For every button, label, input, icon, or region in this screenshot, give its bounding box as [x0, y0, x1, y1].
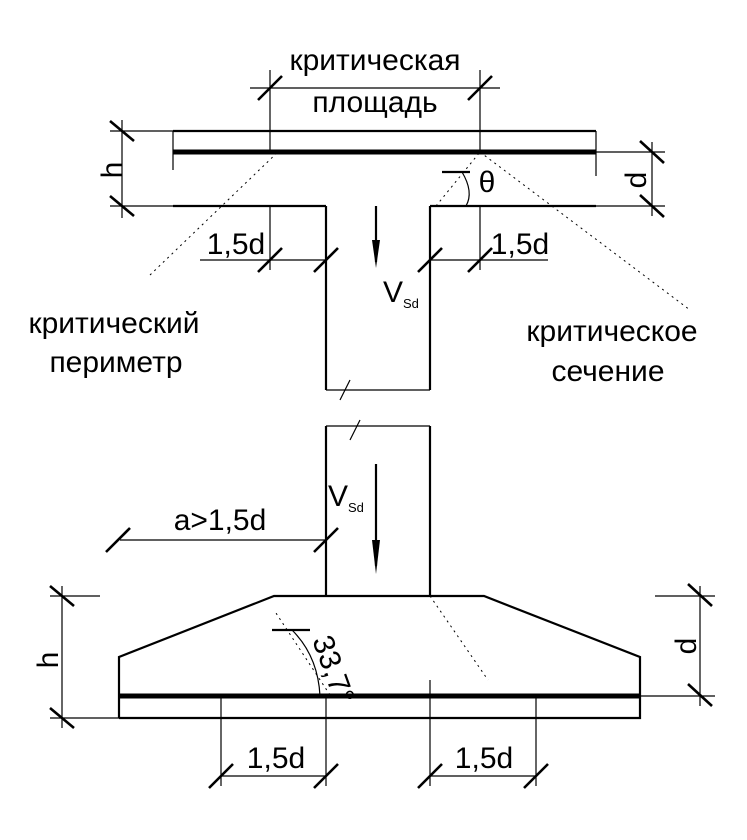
- footing-outline: [117, 594, 642, 720]
- theta-arc: [461, 171, 470, 207]
- column-break-mark: [339, 379, 351, 401]
- h-top-label: h: [96, 162, 129, 179]
- h-top-tick-upper: [109, 120, 135, 142]
- offset-br-tick-1: [417, 763, 443, 789]
- footing: [117, 594, 642, 720]
- d-top-label: d: [620, 172, 653, 189]
- h-bottom-tick-lower: [49, 707, 75, 729]
- offset-br-tick-2: [523, 763, 549, 789]
- d-bottom-tick-upper: [687, 583, 713, 607]
- h-dimension-bottom: h: [32, 585, 119, 729]
- vsd-bottom-arrowhead: [372, 540, 380, 574]
- critical-area-tick-right: [467, 75, 493, 101]
- critical-area-label-1: критическая: [289, 44, 460, 77]
- critical-section-lines-top: [149, 149, 691, 311]
- a-tick-right: [313, 527, 339, 553]
- top-column: [324, 206, 432, 401]
- vsd-arrow-top: VSd: [372, 206, 419, 311]
- top-slab: [172, 129, 597, 208]
- critical-area-tick-left: [257, 75, 283, 101]
- offset-left-bottom-label: 1,5d: [247, 742, 305, 775]
- offset-left-tick-1: [257, 247, 283, 273]
- d-top-tick-lower: [639, 194, 665, 218]
- offset-bl-tick-1: [208, 763, 234, 789]
- critical-area-label-2: площадь: [312, 86, 437, 119]
- offset-dimensions-bottom: 1,5d 1,5d: [208, 680, 549, 789]
- footing-critical-line-left: [273, 609, 331, 696]
- vsd-top-label: VSd: [383, 276, 419, 311]
- offset-dimensions-top: 1,5d 1,5d: [200, 206, 549, 273]
- h-bottom-tick-upper: [49, 585, 75, 607]
- theta-label: θ: [479, 166, 496, 199]
- a-dim-label: a>1,5d: [174, 504, 267, 537]
- offset-right-bottom-label: 1,5d: [455, 742, 513, 775]
- d-bottom-tick-lower: [687, 683, 713, 707]
- theta-marker: θ: [442, 166, 496, 207]
- h-dimension-top: h: [96, 120, 173, 218]
- h-top-tick-lower: [109, 195, 135, 217]
- critical-perimeter-leader: [149, 149, 281, 276]
- d-dimension-top: d: [596, 140, 665, 218]
- angle-arc: [291, 629, 321, 697]
- footing-critical-line-right: [429, 595, 489, 681]
- critical-perimeter-label-2: периметр: [49, 346, 182, 379]
- critical-section-line: [435, 151, 481, 207]
- critical-section-label-1: критическое: [526, 315, 697, 348]
- offset-right-top-label: 1,5d: [491, 228, 549, 261]
- critical-area-dimension: критическая площадь: [250, 44, 500, 152]
- column-break-mark-lower: [349, 419, 361, 441]
- vsd-bottom-label: VSd: [328, 480, 364, 515]
- offset-right-tick-1: [417, 247, 443, 273]
- offset-left-tick-2: [313, 247, 339, 273]
- offset-right-tick-2: [467, 247, 493, 273]
- offset-left-top-label: 1,5d: [207, 228, 265, 261]
- offset-bl-tick-2: [313, 763, 339, 789]
- vsd-top-arrowhead: [372, 240, 380, 268]
- critical-section-label-2: сечение: [551, 355, 664, 388]
- d-bottom-label: d: [670, 638, 703, 655]
- d-top-tick-upper: [639, 140, 665, 164]
- d-dimension-bottom: d: [640, 583, 715, 707]
- bottom-column: [324, 419, 432, 596]
- vsd-arrow-bottom: VSd: [328, 464, 380, 574]
- critical-section-leader: [479, 151, 691, 311]
- critical-perimeter-label-1: критический: [28, 307, 199, 340]
- h-bottom-label: h: [32, 652, 65, 669]
- a-dimension: a>1,5d: [105, 504, 339, 553]
- a-tick-left: [105, 527, 131, 553]
